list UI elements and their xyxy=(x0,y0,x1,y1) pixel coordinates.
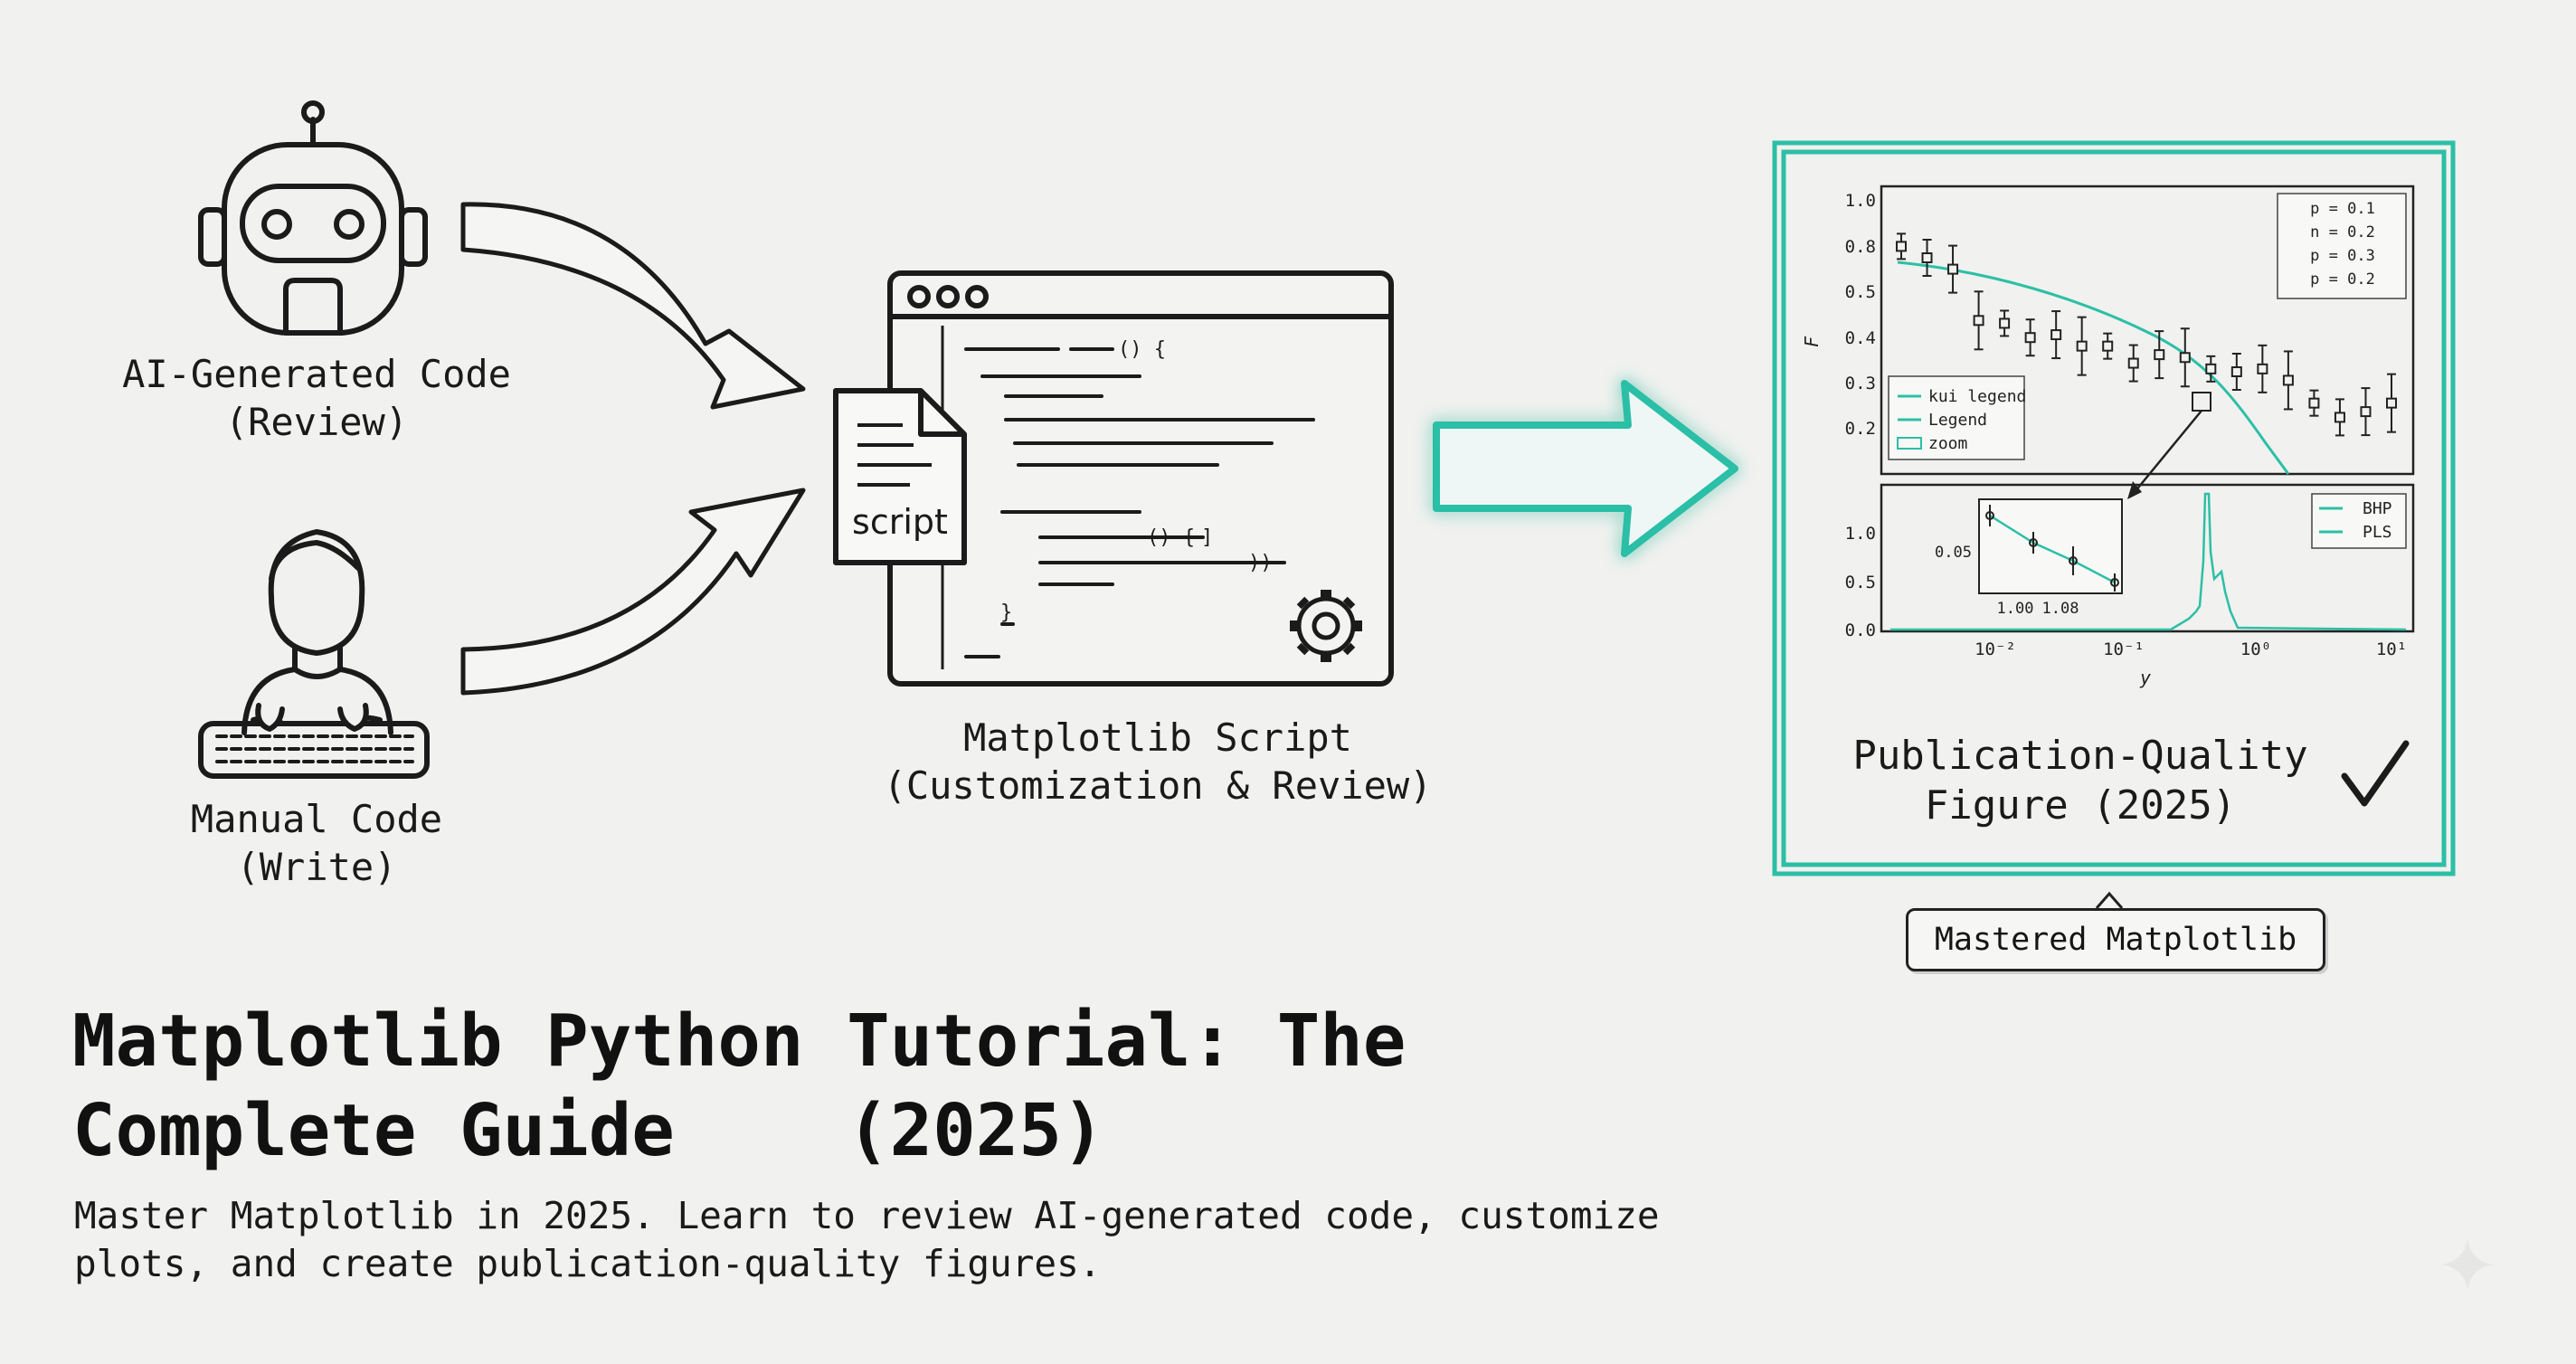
script-code-lines xyxy=(964,347,1315,658)
ytick-label: 0.5 xyxy=(1845,282,1876,302)
data-point-marker xyxy=(2076,340,2088,352)
data-point-marker xyxy=(2386,397,2397,409)
legend-bottom-left: kui legend Legend zoom xyxy=(1888,375,2026,460)
data-point-marker xyxy=(1999,317,2011,329)
legend-entry: kui legend xyxy=(1928,387,2026,406)
script-document-icon xyxy=(833,388,967,565)
xtick-label: 10¹ xyxy=(2376,639,2407,659)
legend-entry: PLS xyxy=(2363,523,2392,542)
legend-entry: Legend xyxy=(1928,411,1987,430)
inset-xtick: 1.08 xyxy=(2042,600,2079,618)
legend-entry: p = 0.2 xyxy=(2310,270,2375,289)
data-point-marker xyxy=(1896,241,1907,252)
inset-ytick: 0.05 xyxy=(1935,544,1972,562)
sparkle-icon xyxy=(2442,1239,2493,1290)
legend-entry: p = 0.1 xyxy=(2310,200,2375,218)
legend-top-right: p = 0.1 n = 0.2 p = 0.3 p = 0.2 xyxy=(2277,193,2407,299)
ytick-label: 0.0 xyxy=(1845,620,1876,640)
svg-text:}: } xyxy=(1000,601,1012,624)
badge-pointer xyxy=(2095,891,2124,909)
ytick-label: 0.4 xyxy=(1845,328,1876,348)
ytick-label: 0.2 xyxy=(1845,419,1876,439)
legend-entry: p = 0.3 xyxy=(2310,247,2375,265)
data-point-marker xyxy=(2308,397,2320,409)
bottom-plot-area xyxy=(1880,483,2415,633)
svg-text:() {: () { xyxy=(1118,338,1166,361)
xtick-label: 10⁻² xyxy=(1975,639,2016,659)
data-point-marker xyxy=(1921,252,1933,263)
data-point-marker xyxy=(1973,315,1984,327)
svg-text:)): )) xyxy=(1248,552,1273,574)
checkmark-icon xyxy=(2341,740,2410,807)
legend-entry: BHP xyxy=(2363,499,2392,518)
figure-caption: Publication-Quality Figure (2025) xyxy=(1852,733,2308,829)
code-symbols: () { () { ] )) } xyxy=(1000,338,1273,624)
bottom-yaxis-ticks: 1.0 0.5 0.0 xyxy=(1845,524,1876,640)
data-point-marker xyxy=(2257,363,2268,374)
data-point-marker xyxy=(2024,332,2036,344)
data-point-marker xyxy=(2050,329,2062,341)
top-plot-area xyxy=(1880,185,2415,476)
data-point-marker xyxy=(2334,412,2345,423)
data-point-marker xyxy=(2127,357,2139,369)
gear-icon xyxy=(1290,590,1362,662)
fit-curve xyxy=(1897,260,2290,475)
top-yaxis-ticks: 1.0 0.8 0.5 0.4 0.3 0.2 xyxy=(1845,191,1876,439)
legend-entry: zoom xyxy=(1928,434,1967,453)
xtick-label: 10⁻¹ xyxy=(2103,639,2145,659)
data-point-marker xyxy=(2154,349,2165,361)
manual-code-label: Manual Code (Write) xyxy=(190,797,443,889)
legend-entry: n = 0.2 xyxy=(2310,223,2375,242)
bottom-xaxis-ticks: 10⁻² 10⁻¹ 10⁰ 10¹ xyxy=(1975,639,2407,659)
zoom-connector xyxy=(2134,410,2202,493)
data-point-marker xyxy=(2102,340,2114,352)
ai-code-label: AI-Generated Code (Review) xyxy=(122,352,511,444)
svg-text:() {: () { xyxy=(1147,526,1195,549)
ytick-label: 0.8 xyxy=(1845,237,1876,257)
bottom-xlabel: y xyxy=(2139,667,2151,688)
xtick-label: 10⁰ xyxy=(2240,639,2271,659)
inset-plot: 0.05 1.00 1.08 xyxy=(1935,498,2123,618)
svg-text:]: ] xyxy=(1201,526,1213,549)
zoom-box xyxy=(2192,392,2211,412)
script-doc-label: script xyxy=(852,502,948,542)
script-caption: Matplotlib Script (Customization & Revie… xyxy=(883,715,1433,808)
ytick-label: 1.0 xyxy=(1845,191,1876,211)
robot-icon xyxy=(198,100,428,336)
figure-frame xyxy=(1772,140,2456,876)
data-point-marker xyxy=(2179,352,2191,364)
page-subtitle: Master Matplotlib in 2025. Learn to revi… xyxy=(74,1194,1660,1286)
data-points xyxy=(1896,232,2397,437)
inset-xtick: 1.00 xyxy=(1997,600,2034,618)
data-point-marker xyxy=(2360,406,2372,418)
data-point-marker xyxy=(1947,263,1959,275)
teal-arrow xyxy=(1433,380,1738,557)
data-point-marker xyxy=(2282,374,2294,386)
arrow-manual-to-script xyxy=(460,488,806,696)
arrow-ai-to-script xyxy=(460,202,806,410)
data-point-marker xyxy=(2230,366,2242,377)
ytick-label: 1.0 xyxy=(1845,524,1876,544)
ytick-label: 0.3 xyxy=(1845,374,1876,393)
mastered-badge: Mastered Matplotlib xyxy=(1906,908,2325,971)
data-point-marker xyxy=(2205,363,2217,374)
person-keyboard-icon xyxy=(198,529,430,779)
ytick-label: 0.5 xyxy=(1845,573,1876,592)
top-ylabel: F xyxy=(1801,336,1823,347)
legend-bottom-chart: BHP PLS xyxy=(2311,493,2407,549)
histogram-line xyxy=(1890,492,2407,631)
